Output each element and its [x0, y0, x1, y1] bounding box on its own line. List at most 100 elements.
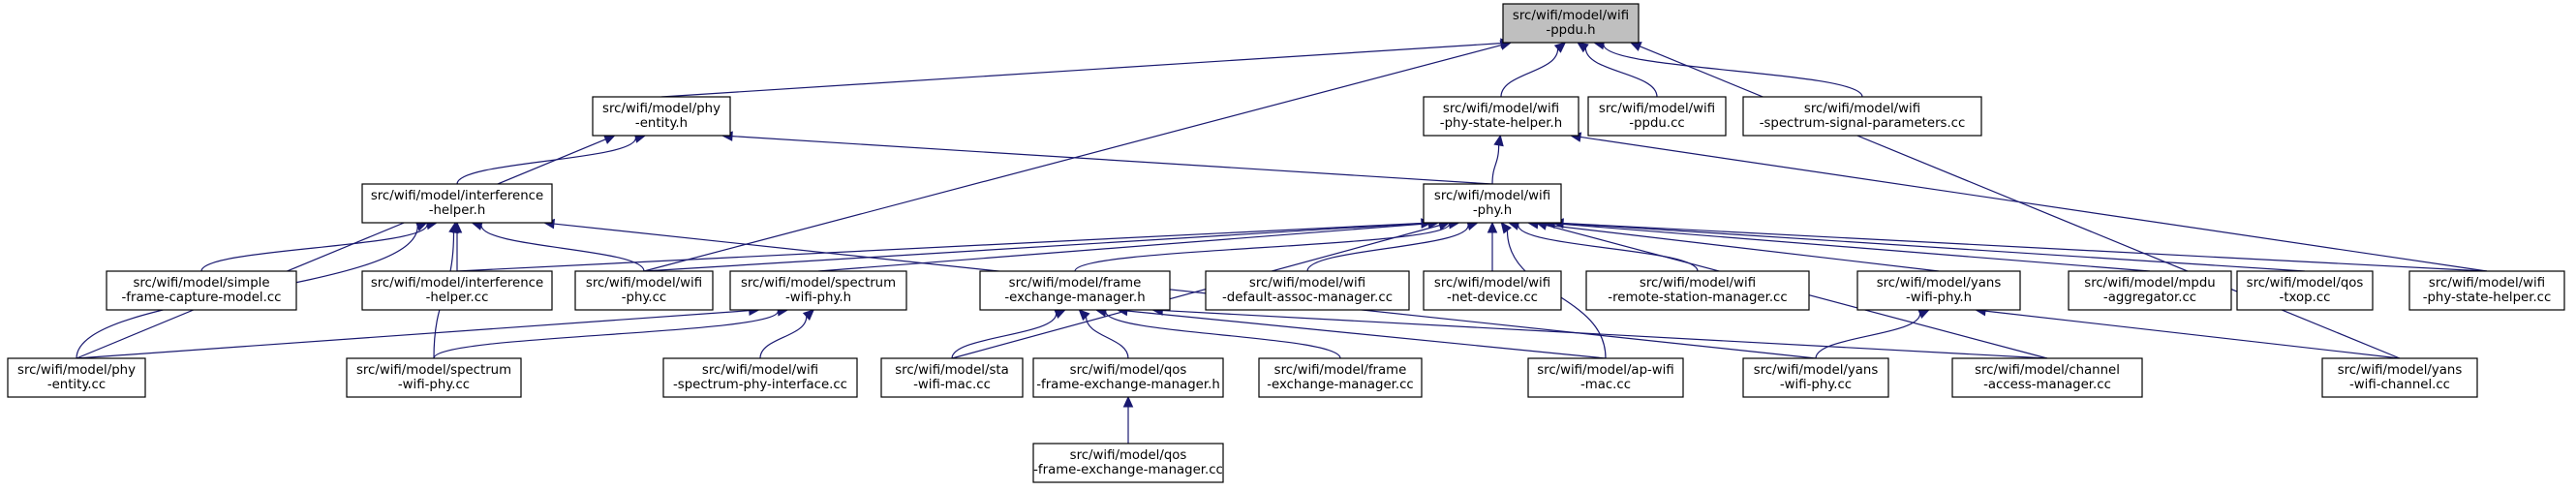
file-node-simple-frame-cc[interactable]: src/wifi/model/simple-frame-capture-mode… — [106, 270, 297, 311]
node-label-line: src/wifi/model/phy — [17, 363, 136, 378]
file-node-phy-state-helper-cc[interactable]: src/wifi/model/wifi-phy-state-helper.cc — [2408, 270, 2565, 311]
file-node-wifi-phy-h[interactable]: src/wifi/model/wifi-phy.h — [1423, 183, 1562, 224]
edge-line — [1579, 136, 2488, 272]
file-node-remote-station-cc[interactable]: src/wifi/model/wifi-remote-station-manag… — [1585, 270, 1810, 311]
node-box — [106, 270, 297, 311]
node-box — [1258, 357, 1423, 398]
node-box — [1205, 270, 1410, 311]
edge-line — [1554, 223, 2151, 272]
dependency-edge — [1094, 306, 1341, 359]
edge-line — [951, 225, 1440, 359]
node-box — [2408, 270, 2565, 311]
node-label-line: src/wifi/model/yans — [2338, 363, 2463, 378]
file-node-wifi-phy-cc[interactable]: src/wifi/model/wifi-phy.cc — [574, 270, 714, 311]
file-node-phy-entity-cc[interactable]: src/wifi/model/phy-entity.cc — [7, 357, 146, 398]
edge-line — [200, 224, 428, 272]
node-label-line: -exchange-manager.h — [1004, 291, 1145, 305]
dependency-edge — [1116, 305, 1607, 359]
node-label-line: -wifi-channel.cc — [2349, 378, 2450, 392]
node-box — [1502, 3, 1640, 44]
node-label-line: -aggregator.cc — [2103, 291, 2196, 305]
node-label-line: -wifi-mac.cc — [913, 378, 991, 392]
node-label-line: src/wifi/model/qos — [1070, 448, 1187, 463]
node-label-line: src/wifi/model/sta — [895, 363, 1009, 378]
node-label-line: -access-manager.cc — [1983, 378, 2111, 392]
file-node-ppdu-cc[interactable]: src/wifi/model/wifi-ppdu.cc — [1587, 96, 1727, 137]
edge-line — [643, 223, 1423, 272]
edge-line — [1306, 225, 1469, 272]
node-box — [2236, 270, 2374, 311]
file-node-phy-state-helper-h[interactable]: src/wifi/model/wifi-phy-state-helper.h — [1423, 96, 1579, 137]
node-box — [662, 357, 858, 398]
node-box — [729, 270, 907, 311]
edge-line — [817, 223, 1429, 272]
edge-line — [1126, 310, 1607, 359]
node-label-line: -wifi-phy.h — [785, 291, 851, 305]
node-box — [1951, 357, 2143, 398]
node-label-line: -wifi-phy.cc — [1780, 378, 1852, 392]
node-label-line: -remote-station-manager.cc — [1608, 291, 1787, 305]
file-node-yans-wifi-phy-h[interactable]: src/wifi/model/yans-wifi-phy.h — [1856, 270, 2021, 311]
file-node-interference-h[interactable]: src/wifi/model/interference-helper.h — [361, 183, 553, 224]
file-node-phy-entity-h[interactable]: src/wifi/model/phy-entity.h — [592, 96, 731, 137]
node-box — [1585, 270, 1810, 311]
file-node-yans-wifi-channel-cc[interactable]: src/wifi/model/yans-wifi-channel.cc — [2321, 357, 2478, 398]
node-label-line: src/wifi/model/wifi — [1249, 276, 1365, 291]
edge-line — [1085, 316, 1129, 359]
dependency-edge — [1122, 395, 1134, 444]
node-box — [1423, 270, 1562, 311]
file-node-mpdu-aggregator-cc[interactable]: src/wifi/model/mpdu-aggregator.cc — [2068, 270, 2232, 311]
node-label-line: src/wifi/model/wifi — [1640, 276, 1756, 291]
file-node-default-assoc-cc[interactable]: src/wifi/model/wifi-default-assoc-manage… — [1205, 270, 1410, 311]
file-node-qos-fem-h[interactable]: src/wifi/model/qos-frame-exchange-manage… — [1032, 357, 1224, 398]
node-label-line: src/wifi/model/yans — [1754, 363, 1879, 378]
file-node-ppdu-h[interactable]: src/wifi/model/wifi-ppdu.h — [1502, 3, 1640, 44]
arrowhead — [1493, 134, 1504, 147]
arrowhead — [1553, 42, 1567, 53]
file-node-yans-wifi-phy-cc[interactable]: src/wifi/model/yans-wifi-phy.cc — [1742, 357, 1889, 398]
edge-line — [1584, 47, 1658, 98]
file-node-qos-fem-cc[interactable]: src/wifi/model/qos-frame-exchange-manage… — [1032, 443, 1224, 483]
dependency-edge — [1491, 134, 1504, 185]
edge-line — [1984, 310, 2401, 359]
dependency-edge — [721, 131, 1493, 185]
node-label-line: src/wifi/model/simple — [133, 276, 269, 291]
node-box — [1423, 96, 1579, 137]
file-node-net-device-cc[interactable]: src/wifi/model/wifi-net-device.cc — [1423, 270, 1562, 311]
node-label-line: src/wifi/model/wifi — [1434, 189, 1550, 203]
edge-line — [951, 313, 1058, 359]
file-node-ap-wifi-mac-cc[interactable]: src/wifi/model/ap-wifi-mac.cc — [1527, 357, 1684, 398]
file-node-qos-txop-cc[interactable]: src/wifi/model/qos-txop.cc — [2236, 270, 2374, 311]
dependency-edge — [456, 218, 1433, 272]
node-label-line: -ppdu.cc — [1629, 116, 1684, 131]
file-node-frame-exchange-h[interactable]: src/wifi/model/frame-exchange-manager.h — [979, 270, 1171, 311]
arrowhead — [1629, 42, 1642, 51]
node-label-line: src/wifi/model/mpdu — [2084, 276, 2215, 291]
file-node-interference-cc[interactable]: src/wifi/model/interference-helper.cc — [361, 270, 553, 311]
edge-line — [1500, 48, 1559, 98]
arrowhead — [1122, 395, 1134, 408]
file-node-frame-exchange-cc[interactable]: src/wifi/model/frame-exchange-manager.cc — [1258, 357, 1423, 398]
dependency-edge — [1592, 39, 1863, 98]
node-box — [880, 357, 1024, 398]
node-box — [1742, 357, 1889, 398]
node-label-line: src/wifi/model/frame — [1274, 363, 1407, 378]
file-node-spectrum-phy-iface-cc[interactable]: src/wifi/model/wifi-spectrum-phy-interfa… — [662, 357, 858, 398]
node-label-line: src/wifi/model/wifi — [1434, 276, 1550, 291]
file-node-spectrum-wifi-phy-h[interactable]: src/wifi/model/spectrum-wifi-phy.h — [729, 270, 907, 311]
node-label-line: -phy-state-helper.h — [1440, 116, 1562, 131]
node-label-line: src/wifi/model/wifi — [1513, 9, 1629, 23]
file-node-sta-wifi-mac-cc[interactable]: src/wifi/model/sta-wifi-mac.cc — [880, 357, 1024, 398]
node-label-line: -spectrum-signal-parameters.cc — [1760, 116, 1966, 131]
node-label-line: src/wifi/model/ap-wifi — [1537, 363, 1674, 378]
dependency-edge — [1577, 42, 1658, 98]
arrowhead — [802, 309, 815, 321]
file-node-spectrum-wifi-phy-cc[interactable]: src/wifi/model/spectrum-wifi-phy.cc — [346, 357, 522, 398]
node-label-line: src/wifi/model/spectrum — [356, 363, 511, 378]
file-node-spectrum-signal-cc[interactable]: src/wifi/model/wifi-spectrum-signal-para… — [1742, 96, 1982, 137]
node-box — [1527, 357, 1684, 398]
dependency-edge — [1551, 218, 2306, 272]
node-label-line: -entity.h — [635, 116, 688, 131]
file-node-channel-access-cc[interactable]: src/wifi/model/channel-access-manager.cc — [1951, 357, 2143, 398]
